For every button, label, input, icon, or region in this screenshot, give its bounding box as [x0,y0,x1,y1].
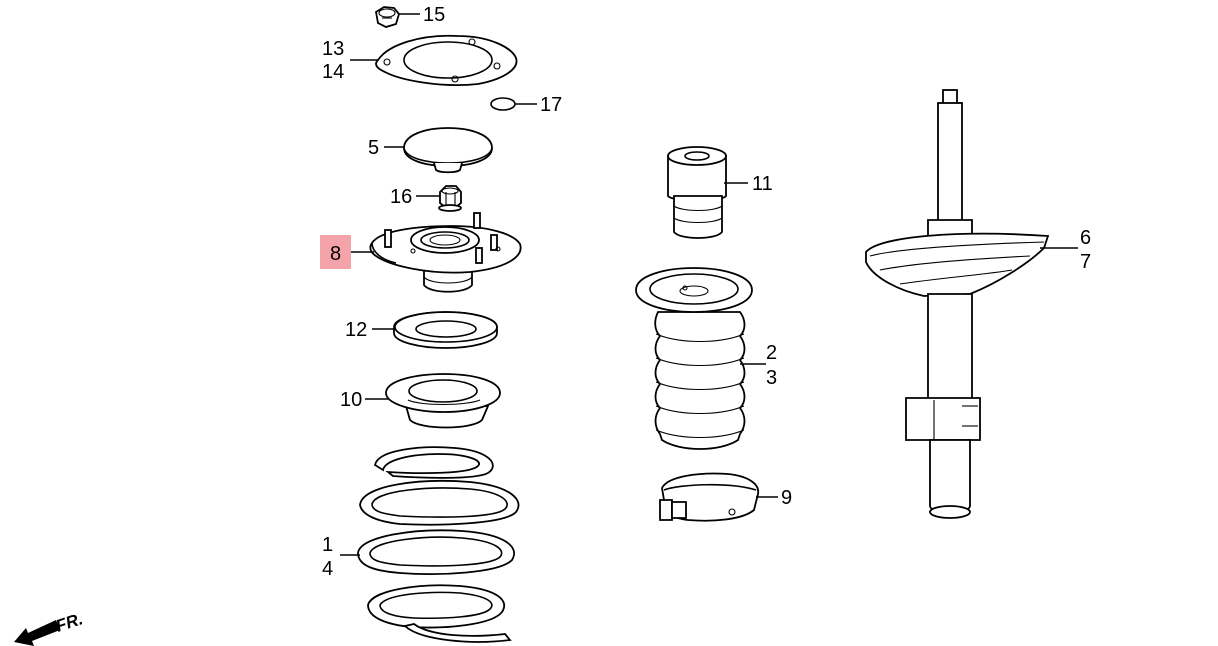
callout-13[interactable]: 13 [322,38,344,60]
callout-1[interactable]: 1 [322,534,333,556]
callout-7[interactable]: 7 [1080,251,1091,273]
callout-15[interactable]: 15 [423,4,445,26]
front-direction-marker: FR. [14,609,85,646]
callout-4[interactable]: 4 [322,558,333,580]
part-12-bearing[interactable] [393,311,498,349]
callout-8[interactable]: 8 [330,243,341,265]
callout-17[interactable]: 17 [540,94,562,116]
front-label: FR. [53,609,85,636]
part-13-14-gasket[interactable] [375,34,518,86]
callout-8-highlight [320,235,351,269]
callout-10[interactable]: 10 [340,389,362,411]
part-2-3-dust-boot[interactable] [635,267,753,450]
callout-2[interactable]: 2 [766,342,777,364]
callout-14[interactable]: 14 [322,61,344,83]
callout-6[interactable]: 6 [1080,227,1091,249]
part-9-clamp[interactable] [659,472,760,522]
front-arrow-icon [14,620,60,646]
part-1-4-coil-spring[interactable] [357,446,520,643]
callout-9[interactable]: 9 [781,487,792,509]
part-11-bump-stop[interactable] [667,146,727,239]
part-5-cap[interactable] [403,127,493,174]
callout-12[interactable]: 12 [345,319,367,341]
part-8-strut-mount[interactable] [369,212,522,293]
part-16-flange-nut[interactable] [438,185,462,212]
part-17-o-ring[interactable] [490,97,516,111]
part-15-nut[interactable] [375,6,401,28]
callout-16[interactable]: 16 [390,186,412,208]
part-10-spring-seat[interactable] [385,373,501,429]
callout-11[interactable]: 11 [752,173,773,195]
part-6-7-strut-assembly[interactable] [865,89,1050,519]
callout-3[interactable]: 3 [766,367,777,389]
callout-5[interactable]: 5 [368,137,379,159]
